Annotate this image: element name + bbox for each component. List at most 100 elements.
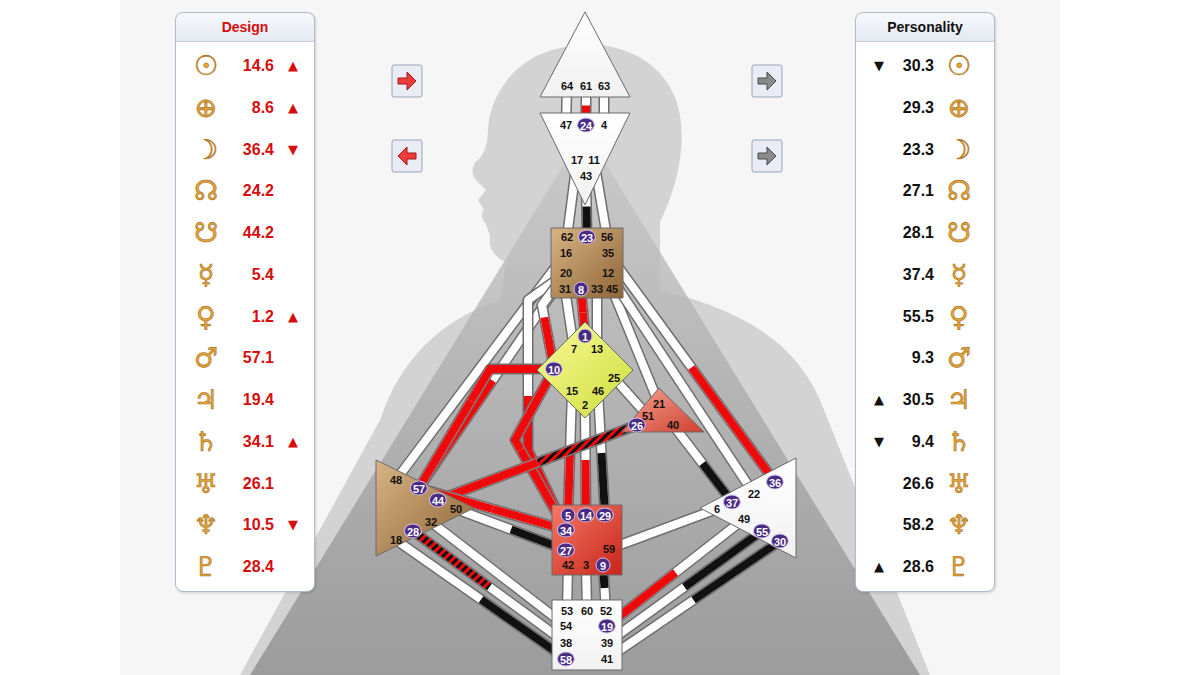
gate-number: 62 [561,231,573,244]
energy-center: 536052541938395841 [552,600,622,670]
gate-number: 48 [390,474,402,487]
channel-outline [607,541,780,659]
gate-line-value: 23.3 [903,132,934,168]
gate-line-value: 26.6 [903,466,934,502]
planet-row: 26.6 ♅ [860,466,990,502]
planet-row: 23.3 ☽ [860,132,990,168]
gate-line-value: 9.3 [912,340,934,376]
planet-row: ▼ 30.3 ☉ [860,48,990,84]
channel-body [607,541,780,659]
channel-outline [396,540,566,659]
gate-line-value: 58.2 [903,507,934,543]
gate-number: 43 [580,170,592,183]
energy-center: 47244171143 [538,111,632,207]
gate-number: 50 [450,503,462,516]
channel [607,541,780,659]
gate-line-value: 30.3 [903,48,934,84]
gate-number: 18 [390,534,402,547]
center-shape [622,388,704,432]
planet-row: ♅ 26.1 [180,466,310,502]
active-gate: 8 [574,282,589,297]
planet-glyph: ⊕ [195,90,218,126]
gate-number: 39 [601,637,613,650]
gate-number: 59 [603,543,615,556]
channel-body [456,509,566,550]
planet-glyph: ♅ [947,466,971,502]
planet-row: ☿5.4 [180,257,310,293]
channel-half [607,531,762,643]
gate-number: 46 [592,385,604,398]
planet-glyph: ♂ [947,340,971,376]
channel-outline [608,273,754,494]
gate-line-value: 57.1 [243,340,274,376]
gate-line-value: 28.6 [903,549,934,585]
planet-glyph: ☽ [947,132,971,168]
direction-arrow: ▼ [288,132,298,168]
gate-line-value: 26.1 [243,466,274,502]
planet-glyph: ♅ [194,466,218,502]
gate-number: 54 [560,620,572,633]
gate-line-value: 28.1 [903,215,934,251]
center-shape [700,458,796,558]
planet-glyph: ☋ [947,215,971,251]
channel-body [396,540,566,659]
planet-glyph: ♃ [947,382,971,418]
channel [607,531,762,643]
planet-glyph: ☉ [947,48,971,84]
channel-half [607,541,780,659]
direction-arrow: ▼ [874,424,884,460]
center-shape [540,113,630,205]
gate-number: 11 [588,154,600,167]
planet-row: ♆10.5▼ [180,507,310,543]
planet-glyph: ♄ [947,424,971,460]
planet-row: ♄34.1▲ [180,424,310,460]
arrow-icon [398,72,416,90]
aura-triangle [250,130,920,675]
gate-number: 41 [601,653,613,666]
gate-line-value: 14.6 [243,48,274,84]
arrow-icon [758,72,776,90]
energy-center: 48574450322818 [374,458,476,558]
planet-row: ☽36.4▼ [180,132,310,168]
center-shape [551,228,623,298]
center-shape [552,505,622,575]
channel-half [598,391,605,515]
planet-row: ⊕8.6▲ [180,90,310,126]
direction-arrow: ▼ [874,48,884,84]
gate-number: 2 [582,399,588,412]
channel-outline [673,425,732,502]
gate-number: 7 [571,343,577,356]
gate-number: 33 [591,283,603,296]
panel-title: Personality [856,13,994,42]
planet-glyph: ☿ [951,257,968,293]
gate-number: 31 [559,283,571,296]
direction-arrow: ▼ [288,507,298,543]
direction-arrow: ▲ [288,90,298,126]
gate-number: 25 [608,372,620,385]
planet-row: ☋44.2 [180,215,310,251]
planet-row: 28.1 ☋ [860,215,990,251]
gate-number: 60 [581,605,593,618]
planet-panel: Personality▼30.3☉29.3⊕23.3☽27.1☊28.1☋37.… [855,12,995,592]
direction-arrow: ▲ [874,549,884,585]
channel-half [585,405,586,515]
channel-half [413,531,566,643]
channel [673,425,732,502]
gate-number: 12 [602,267,614,280]
button-frame [752,65,782,97]
energy-center: 1713102515462 [536,321,634,419]
planet-row: ♃19.4 [180,382,310,418]
planet-row: 9.3 ♂ [860,340,990,376]
planet-row: ▲28.6♇ [860,549,990,585]
gate-line-value: 36.4 [243,132,274,168]
arrow-icon [398,147,416,165]
gate-number: 61 [580,80,592,93]
nav-button [752,65,782,97]
gate-number: 64 [561,80,573,93]
planet-row: 58.2♆ [860,507,990,543]
gate-number: 40 [667,419,679,432]
gate-number: 45 [606,283,618,296]
energy-center: 3622637495530 [698,456,798,560]
planet-row: 27.1☊ [860,173,990,209]
